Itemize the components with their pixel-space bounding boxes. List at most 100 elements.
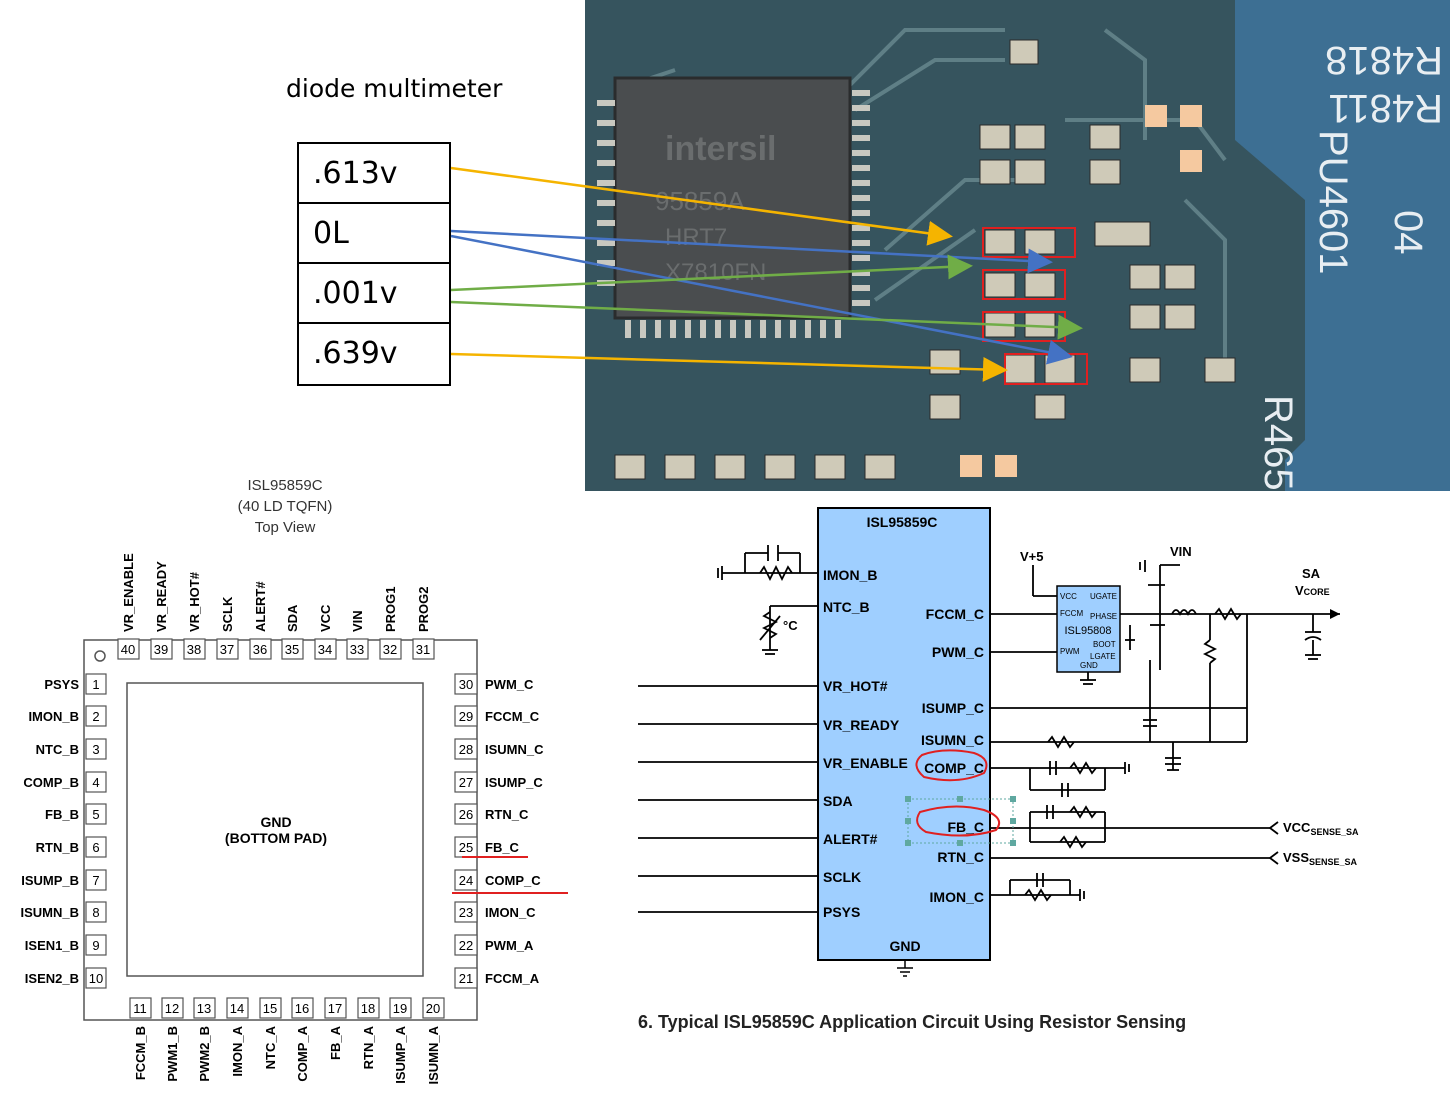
- pin-label: ISUMN_C: [485, 742, 544, 757]
- pinout-diagram: ISL95859C (40 LD TQFN) Top View GND (BOT…: [20, 477, 568, 1085]
- pin-label: RTN_C: [485, 807, 529, 822]
- pin-box: [129, 997, 152, 1019]
- pin-label: COMP_C: [485, 873, 541, 888]
- pin-box: [193, 997, 216, 1019]
- pin-box: [454, 869, 478, 891]
- pin-label: ISUMP_A: [393, 1025, 408, 1083]
- reading-cell: .613v: [299, 144, 449, 204]
- pin-number: 20: [426, 1001, 440, 1016]
- pinout-view: Top View: [255, 519, 316, 536]
- pin-number: 2: [92, 709, 99, 724]
- pin-number: 4: [92, 775, 99, 790]
- pin-box: [454, 705, 478, 727]
- pin-number: 39: [154, 642, 168, 657]
- arrow-green: [450, 254, 973, 292]
- pin-label: PWM2_B: [197, 1026, 212, 1082]
- board-photo: intersil 95859A HRT7 X7810FN: [585, 0, 1450, 491]
- ic-name: ISL95859C: [867, 514, 938, 530]
- pin-number: 3: [92, 742, 99, 757]
- pin-label: ISEN2_B: [25, 971, 79, 986]
- pad-label: (BOTTOM PAD): [225, 830, 327, 846]
- pin-box: [454, 771, 478, 793]
- pin-label: RTN_B: [36, 840, 79, 855]
- highlight-circle: [916, 805, 1000, 837]
- reading-cell: .001v: [299, 264, 449, 324]
- pin-label: PWM1_B: [165, 1026, 180, 1082]
- pin-number: 5: [92, 807, 99, 822]
- pin-label: PWM_C: [485, 677, 534, 692]
- pin-box: [117, 638, 140, 660]
- pin-label: COMP_B: [23, 775, 79, 790]
- measurement-title: diode multimeter: [286, 74, 503, 103]
- ic-pin-label: RTN_C: [937, 849, 984, 865]
- pin-box: [422, 997, 445, 1019]
- chip-brand: intersil: [665, 130, 776, 168]
- ic-pin-label: COMP_C: [924, 760, 984, 776]
- ic-pin-label: PSYS: [823, 904, 860, 920]
- reading-cell: .639v: [313, 336, 398, 371]
- silkscreen-label: R4651: [1256, 395, 1300, 491]
- pin-number: 40: [121, 642, 135, 657]
- pin-label: ISUMN_A: [426, 1025, 441, 1084]
- silkscreen-label: R4818: [1325, 38, 1443, 82]
- pin-label: IMON_C: [485, 905, 536, 920]
- ic-pin-label: ISUMP_C: [922, 700, 984, 716]
- pin-box: [85, 836, 107, 858]
- board-blue-area: [1235, 0, 1450, 491]
- pin-box: [291, 997, 314, 1019]
- pin-number: 18: [361, 1001, 375, 1016]
- pin-box: [216, 638, 239, 660]
- pin-box: [85, 771, 107, 793]
- pin-label: FCCM_A: [485, 971, 540, 986]
- pinout-package: (40 LD TQFN): [238, 498, 333, 515]
- pin-label: FCCM_B: [133, 1026, 148, 1080]
- ic-pin-label: SDA: [823, 793, 853, 809]
- pin-number: 14: [230, 1001, 244, 1016]
- pin-label: VCC: [318, 604, 333, 632]
- pin-box: [389, 997, 412, 1019]
- pin-box: [454, 803, 478, 825]
- driver-pin: BOOT: [1093, 640, 1116, 649]
- bottom-pad: [126, 682, 424, 977]
- arrow-blue: [450, 234, 1073, 365]
- pin-box: [85, 803, 107, 825]
- ic-pin-label: IMON_C: [930, 889, 984, 905]
- arrow-yellow: [450, 352, 1008, 382]
- pin-label: SDA: [285, 604, 300, 632]
- pin-box: [324, 997, 347, 1019]
- pin-label: ALERT#: [253, 581, 268, 632]
- driver-name: ISL95808: [1064, 625, 1111, 637]
- pin-number: 16: [295, 1001, 309, 1016]
- pin-label: VIN: [350, 610, 365, 632]
- driver-pin: PWM: [1060, 647, 1080, 656]
- ic-pin-label: VR_HOT#: [823, 678, 888, 694]
- pin-box: [85, 673, 107, 695]
- pin-number: 30: [459, 677, 473, 692]
- pin-label: PROG2: [416, 586, 431, 632]
- pin-number: 31: [416, 642, 430, 657]
- pin-number: 13: [197, 1001, 211, 1016]
- pin-number: 26: [459, 807, 473, 822]
- pin-box: [85, 934, 107, 956]
- pin-number: 28: [459, 742, 473, 757]
- pin-number: 11: [133, 1001, 147, 1016]
- pin-box: [454, 738, 478, 760]
- vss-sense-label: VSSSENSE_SA: [1283, 850, 1358, 867]
- pin-box: [346, 638, 369, 660]
- pin-label: VR_ENABLE: [121, 553, 136, 632]
- pin-number: 37: [220, 642, 234, 657]
- pin-label: RTN_A: [361, 1025, 376, 1069]
- pin-box: [454, 934, 478, 956]
- pin-number: 6: [92, 840, 99, 855]
- pin-number: 23: [459, 905, 473, 920]
- pin-label: NTC_B: [36, 742, 79, 757]
- ic-gnd-label: GND: [889, 938, 920, 954]
- pin-label: IMON_B: [28, 709, 79, 724]
- silkscreen-label: R4811: [1328, 86, 1443, 130]
- pin-number: 15: [263, 1001, 277, 1016]
- pad-label: GND: [260, 814, 291, 830]
- pin-box: [161, 997, 184, 1019]
- pin-number: 34: [318, 642, 332, 657]
- ic-pin-label: FCCM_C: [926, 606, 984, 622]
- pin-label: FCCM_C: [485, 709, 540, 724]
